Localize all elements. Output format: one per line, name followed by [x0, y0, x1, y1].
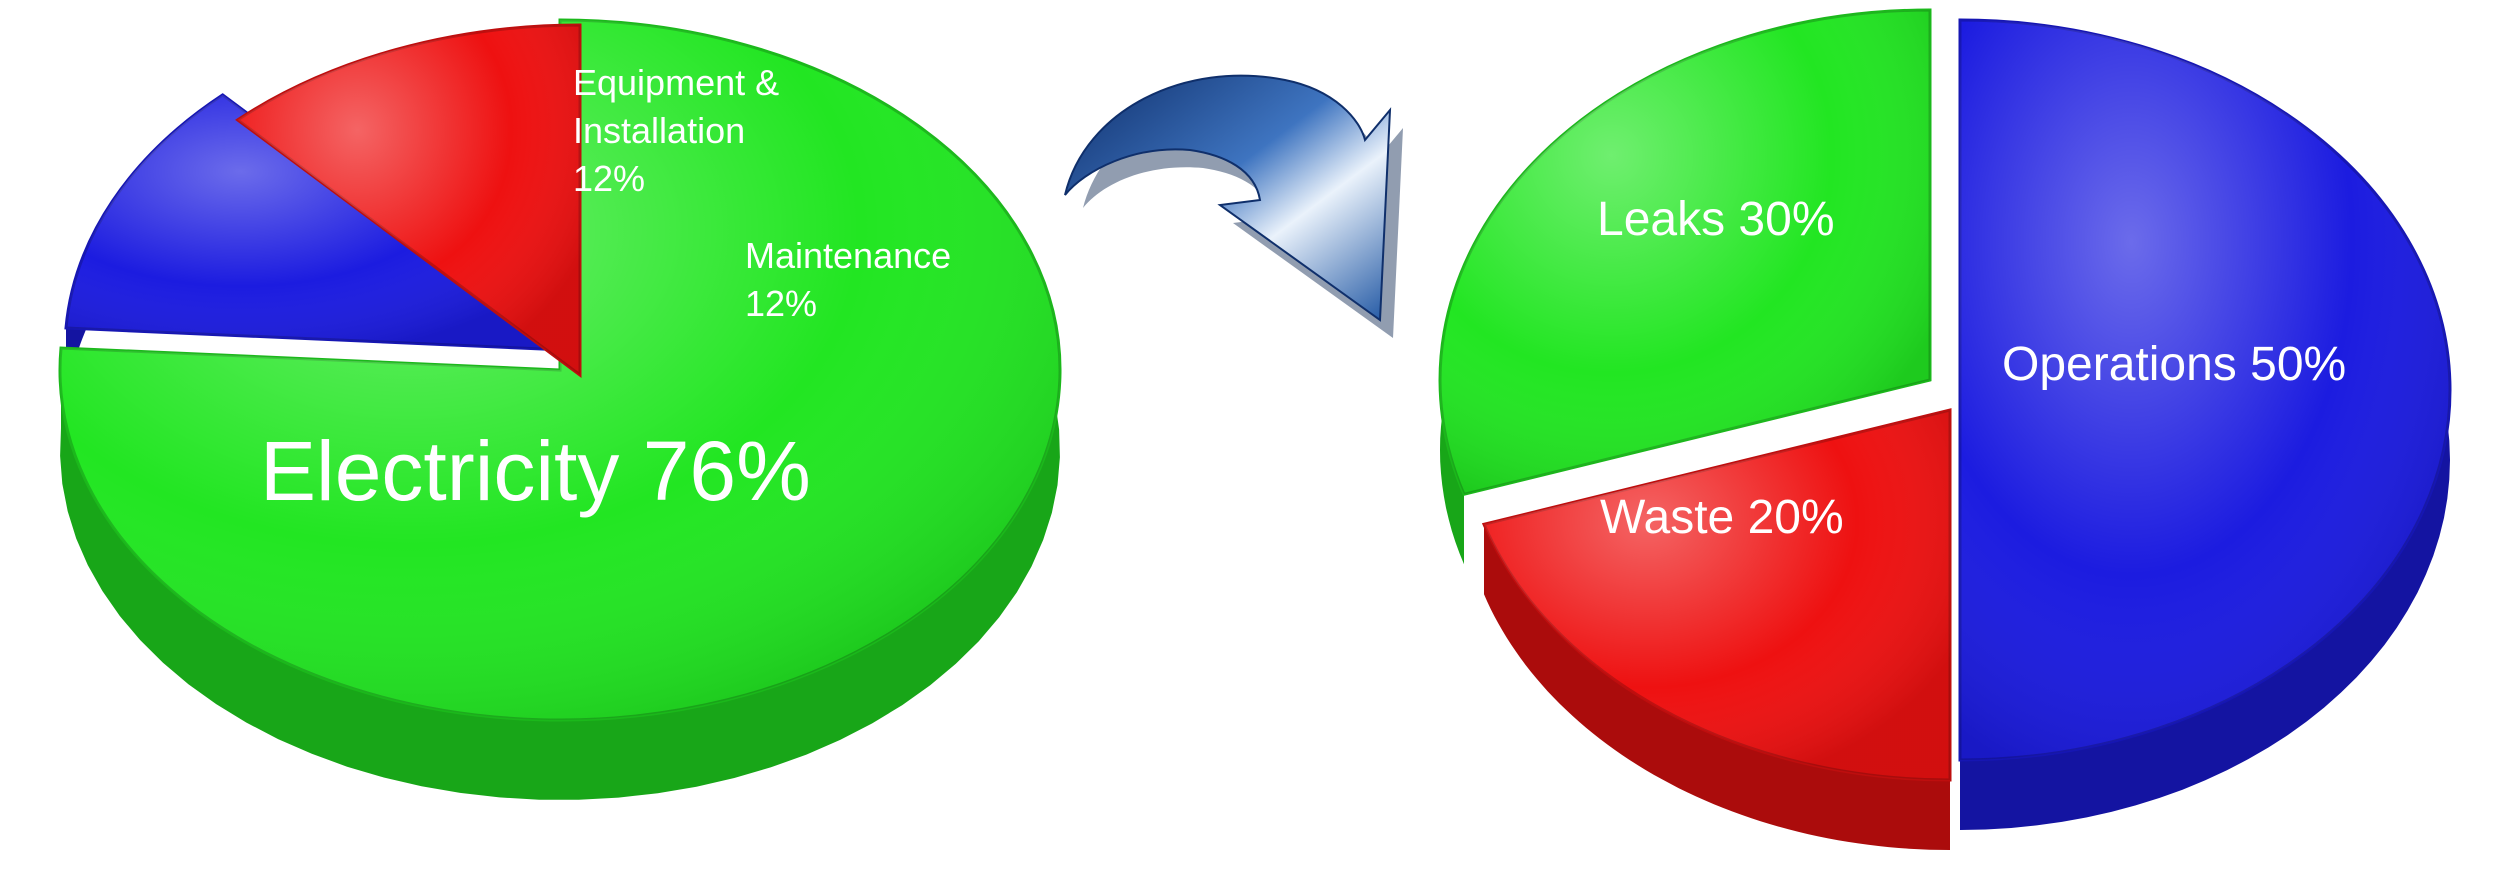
pie-1-label-leaks-30: Leaks 30%: [1597, 193, 1835, 246]
pie-chart-right: Operations 50% Waste 20% Leaks 30%: [1438, 8, 2452, 850]
pie-1-slice-gloss-waste-20: [1484, 410, 1950, 780]
pie-0-slice-gloss-maintenance-12: [237, 25, 580, 375]
pie-0-label-electricity-76: Electricity 76%: [260, 424, 811, 518]
pie-0-slice-gloss-equipment-installation-12: [66, 94, 565, 351]
curved-arrow-icon: [1064, 74, 1403, 339]
pie-1-slice-gloss-operations-50: [1960, 20, 2450, 760]
pie-0-slice-gloss-electricity-76: [60, 20, 1061, 720]
pie-1-slice-gloss-leaks-30: [1440, 10, 1930, 495]
pie-1-slice-side-waste-20: [1484, 524, 1950, 850]
pie-1-label-operations-50: Operations 50%: [2002, 338, 2346, 391]
pie-1-label-waste-20: Waste 20%: [1600, 491, 1844, 544]
